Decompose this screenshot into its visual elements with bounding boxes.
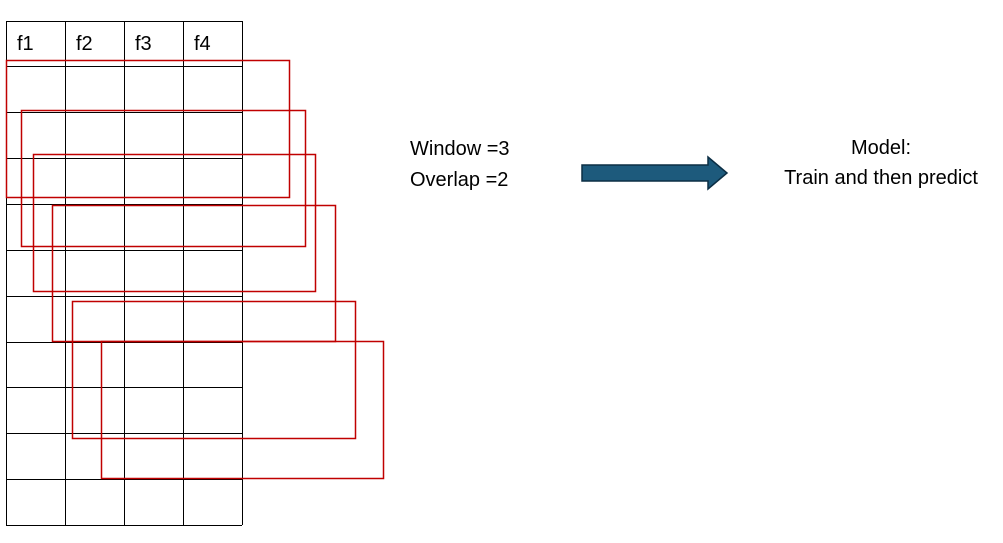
model-description: Train and then predict [784, 167, 978, 189]
arrow-group [581, 155, 729, 191]
window-size-label: Window =3 [410, 138, 510, 160]
sliding-window-rect [20, 109, 307, 248]
sliding-windows [5, 59, 385, 480]
sliding-window-rect [71, 300, 357, 440]
column-header: f4 [194, 33, 211, 55]
column-header: f1 [17, 33, 34, 55]
overlap-label: Overlap =2 [410, 169, 509, 191]
column-header: f2 [76, 33, 93, 55]
window-params: Window =3 Overlap =2 [410, 134, 510, 196]
model-title: Model: [850, 137, 912, 159]
feature-table: f1 f2 f3 f4 [6, 21, 243, 526]
sliding-window-rect [51, 204, 337, 343]
sliding-window-rect [100, 340, 385, 480]
sliding-window-rect [5, 59, 291, 199]
sliding-window-rect [32, 153, 317, 293]
right-arrow-icon [581, 155, 729, 191]
model-box: Model: Train and then predict [759, 133, 1003, 193]
column-header: f3 [135, 33, 152, 55]
